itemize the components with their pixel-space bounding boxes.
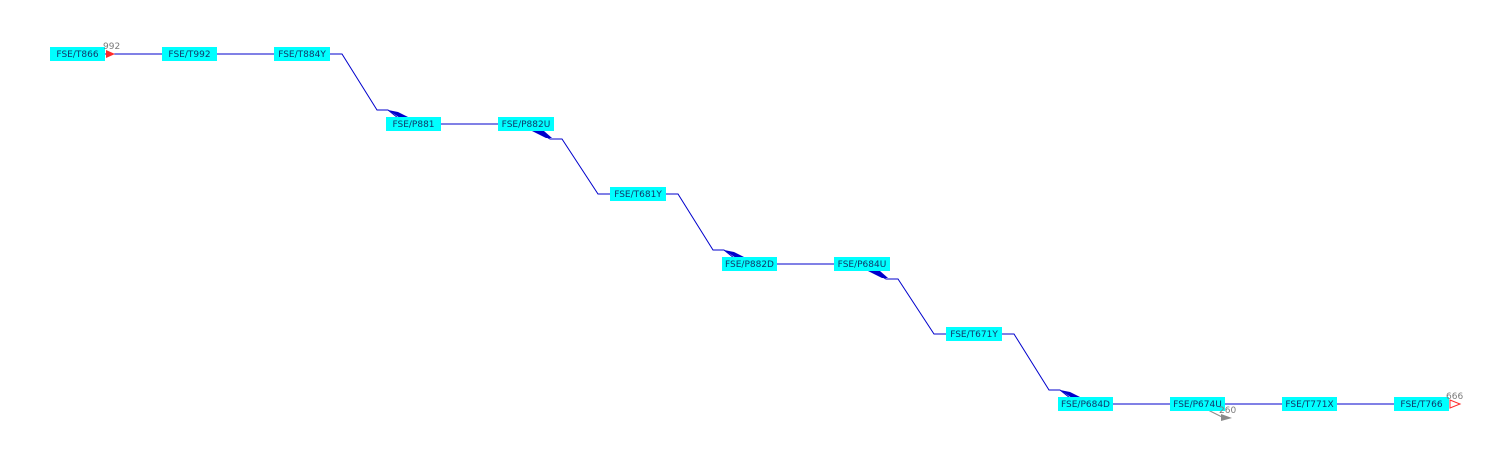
node-fse-p684u[interactable]: FSE/P684U — [834, 257, 890, 271]
start-marker-icon — [106, 50, 115, 58]
node-fse-t866[interactable]: FSE/T866 — [50, 47, 105, 61]
link-n9-n10 — [1002, 333, 1071, 399]
node-label: FSE/T766 — [1400, 400, 1442, 410]
node-label: FSE/P684D — [1061, 400, 1110, 410]
node-label: FSE/T884Y — [278, 50, 326, 60]
link-branch — [1207, 409, 1223, 418]
node-fse-p881[interactable]: FSE/P881 — [386, 117, 441, 131]
node-label: FSE/T671Y — [950, 330, 998, 340]
wedge-n4 — [388, 110, 410, 118]
branch-code-label: 260 — [1219, 406, 1236, 416]
nodes: FSE/T866 FSE/T992 FSE/T884Y FSE/P881 FSE… — [50, 47, 1449, 411]
node-label: FSE/P684U — [838, 260, 887, 270]
node-fse-t771x[interactable]: FSE/T771X — [1282, 397, 1337, 411]
node-label: FSE/P674U — [1173, 400, 1222, 410]
node-label: FSE/T771X — [1285, 400, 1333, 410]
wedge-n10 — [1060, 390, 1082, 398]
node-fse-p882u[interactable]: FSE/P882U — [498, 117, 554, 131]
node-label: FSE/P882D — [725, 260, 774, 270]
wedge-n5 — [532, 131, 552, 138]
node-fse-p882d[interactable]: FSE/P882D — [722, 257, 777, 271]
node-fse-p684d[interactable]: FSE/P684D — [1058, 397, 1113, 411]
wedge-n7 — [724, 250, 746, 258]
node-fse-t884y[interactable]: FSE/T884Y — [274, 47, 330, 61]
node-label: FSE/T992 — [168, 50, 210, 60]
node-fse-t992[interactable]: FSE/T992 — [162, 47, 217, 61]
link-n8-n9 — [871, 270, 946, 335]
branch-marker-icon — [1221, 414, 1232, 421]
wedge-n8 — [868, 271, 888, 278]
end-marker-icon — [1449, 399, 1462, 409]
node-fse-t671y[interactable]: FSE/T671Y — [946, 327, 1002, 341]
links — [105, 53, 1394, 418]
node-label: FSE/T866 — [56, 50, 98, 60]
start-code-label: 992 — [103, 42, 120, 52]
link-n3-n4 — [330, 53, 399, 119]
node-label: FSE/P881 — [392, 120, 434, 130]
node-fse-t766[interactable]: FSE/T766 — [1394, 397, 1449, 411]
link-n5-n6 — [535, 130, 610, 195]
node-fse-t681y[interactable]: FSE/T681Y — [610, 187, 666, 201]
node-fse-p674u[interactable]: FSE/P674U — [1170, 397, 1225, 411]
node-label: FSE/P882U — [502, 120, 551, 130]
node-label: FSE/T681Y — [614, 190, 662, 200]
link-n6-n7 — [666, 193, 735, 259]
end-code-label: 666 — [1446, 392, 1463, 402]
link-wedges — [388, 110, 1082, 398]
